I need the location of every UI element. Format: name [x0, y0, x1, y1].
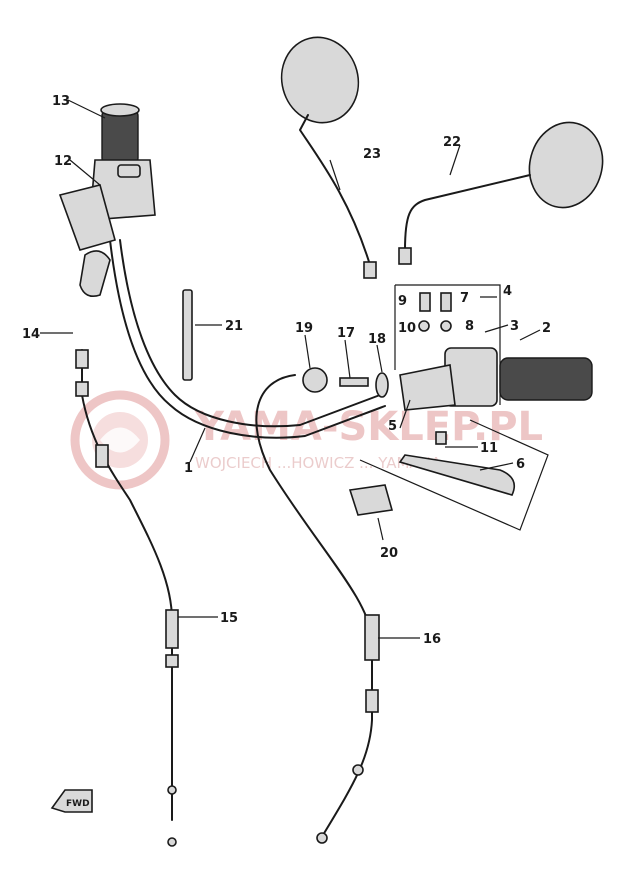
- callout-21: 21: [225, 319, 243, 334]
- callout-7: 7: [460, 291, 469, 306]
- callout-4: 4: [503, 284, 512, 299]
- throttle-cable: [75, 349, 179, 847]
- fwd-label: FWD: [66, 799, 90, 809]
- watermark-owner: WOJCIECH ...HOWICZ ... YAMAHA: [195, 454, 442, 472]
- callout-10: 10: [398, 321, 416, 336]
- band: [182, 289, 193, 381]
- mirror-right: [398, 121, 604, 265]
- callout-11: 11: [480, 441, 498, 456]
- callout-19: 19: [295, 321, 313, 336]
- callout-8: 8: [465, 319, 474, 334]
- callout-16: 16: [423, 632, 441, 647]
- callout-17: 17: [337, 326, 355, 341]
- callout-18: 18: [368, 332, 386, 347]
- callout-6: 6: [516, 457, 525, 472]
- leader-lines: [40, 99, 541, 639]
- callout-12: 12: [54, 154, 72, 169]
- mirror-left: [280, 36, 377, 279]
- callout-9: 9: [398, 294, 407, 309]
- lever-holder-assembly: [302, 284, 593, 531]
- callout-3: 3: [510, 319, 519, 334]
- callout-2: 2: [542, 321, 551, 336]
- clutch-cable: [255, 374, 380, 844]
- callout-14: 14: [22, 327, 40, 342]
- fwd-arrow: FWD: [50, 789, 93, 813]
- callout-labels: 13 12 14 21 19 17 18 9 7 4 10 8 3 2 23 2…: [22, 94, 551, 647]
- callout-13: 13: [52, 94, 70, 109]
- callout-5: 5: [388, 419, 397, 434]
- callout-15: 15: [220, 611, 238, 626]
- callout-20: 20: [380, 546, 398, 561]
- callout-22: 22: [443, 135, 461, 150]
- callout-23: 23: [363, 147, 381, 162]
- callout-1: 1: [184, 461, 193, 476]
- handlebar: [109, 239, 386, 439]
- throttle-grip-assembly: [58, 103, 156, 298]
